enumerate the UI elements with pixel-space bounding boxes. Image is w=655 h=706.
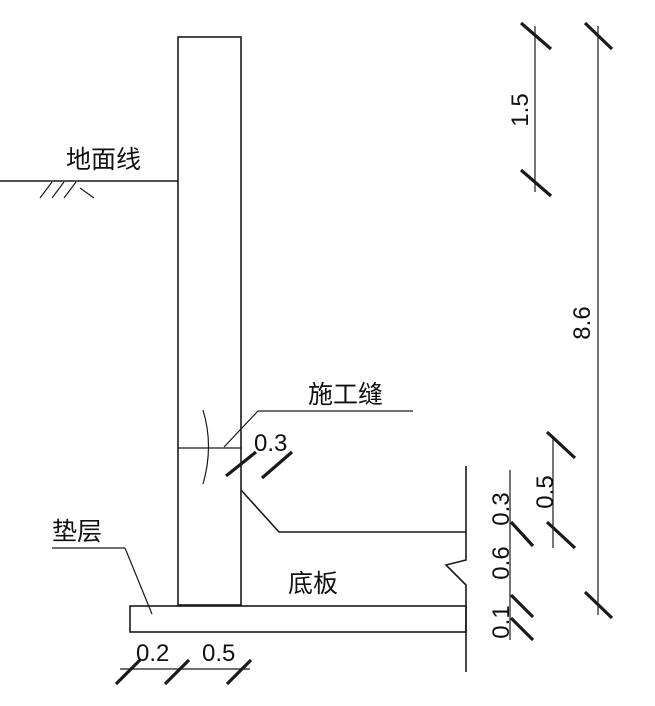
dim-cushion-thickness-value: 0.1 bbox=[488, 605, 515, 638]
wall-outline bbox=[177, 36, 242, 606]
dim-total-height-value: 8.6 bbox=[569, 306, 596, 339]
dim-tick bbox=[225, 658, 253, 686]
cushion-layer bbox=[129, 605, 467, 633]
dim-tick bbox=[225, 450, 257, 478]
dim-tick bbox=[114, 658, 142, 686]
dim-tick bbox=[583, 590, 614, 620]
joint-leader-diagonal bbox=[223, 410, 259, 448]
dim-haunch-upper-value: 0.3 bbox=[488, 492, 515, 525]
bottom-slab-label: 底板 bbox=[288, 570, 338, 598]
cushion-layer-label: 垫层 bbox=[52, 518, 102, 546]
dim-tick bbox=[583, 21, 614, 51]
dim-tick bbox=[509, 593, 535, 619]
dim-tick bbox=[519, 168, 553, 198]
dim-tick bbox=[545, 520, 577, 550]
construction-joint-label: 施工缝 bbox=[308, 381, 383, 409]
joint-break-mark bbox=[202, 409, 210, 485]
ground-hatch bbox=[39, 181, 95, 199]
dim-slab-mid-value: 0.6 bbox=[488, 546, 515, 579]
dim-tick bbox=[545, 430, 577, 460]
section-break-line bbox=[444, 466, 467, 672]
ground-line-label: 地面线 bbox=[66, 146, 141, 174]
dim-tick bbox=[509, 616, 535, 642]
dim-top-segment-value: 1.5 bbox=[507, 93, 534, 126]
haunch-outline bbox=[240, 489, 466, 533]
dim-tick bbox=[260, 450, 294, 480]
dim-cushion-overhang-value: 0.2 bbox=[136, 640, 169, 667]
dim-wall-to-edge-value: 0.5 bbox=[202, 640, 235, 667]
dim-joint-offset-value: 0.3 bbox=[254, 430, 287, 457]
dim-tick bbox=[519, 21, 553, 51]
cushion-leader-diagonal bbox=[124, 547, 153, 615]
dim-haunch-offset-value: 0.5 bbox=[532, 475, 559, 508]
dim-tick bbox=[163, 658, 191, 686]
dim-tick bbox=[509, 520, 535, 548]
